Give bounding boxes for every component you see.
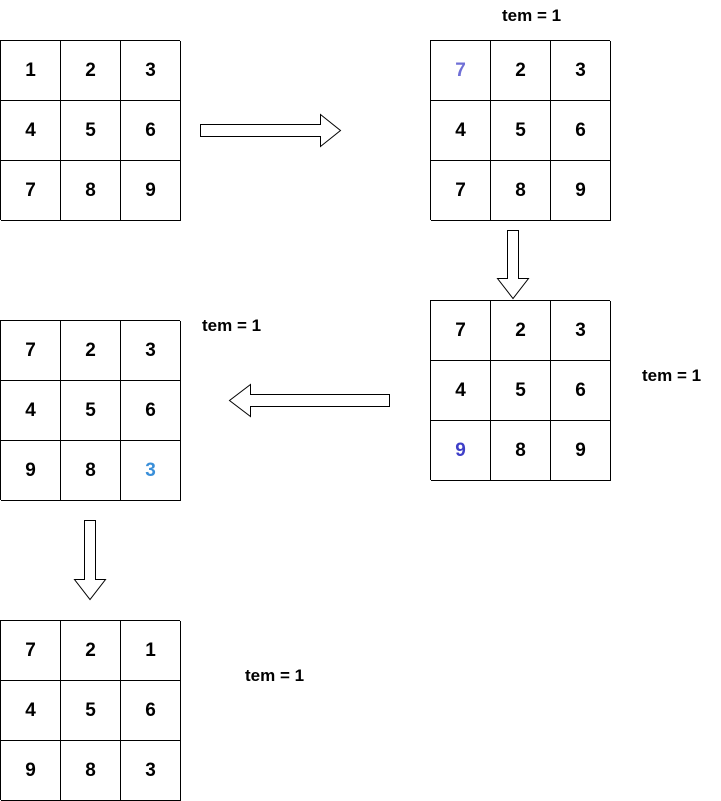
matrix-cell: 6 — [121, 381, 181, 441]
matrix-cell: 7 — [1, 161, 61, 221]
matrix-cell: 3 — [121, 321, 181, 381]
matrix-cell: 7 — [1, 621, 61, 681]
matrix-cell: 7 — [431, 161, 491, 221]
arrow-down-icon — [73, 520, 107, 601]
arrow-down-icon — [496, 230, 530, 300]
matrix-cell: 5 — [61, 101, 121, 161]
matrix-cell: 5 — [491, 101, 551, 161]
matrix-cell: 1 — [121, 621, 181, 681]
tem-label: tem = 1 — [502, 6, 562, 25]
matrix-cell: 8 — [61, 161, 121, 221]
matrix-step-1: 1 2 3 4 5 6 7 8 9 — [0, 40, 181, 221]
matrix-cell: 2 — [491, 301, 551, 361]
tem-label: tem = 1 — [202, 316, 262, 335]
matrix-cell: 8 — [491, 421, 551, 481]
tem-label: tem = 1 — [642, 366, 702, 385]
matrix-cell: 9 — [1, 441, 61, 501]
matrix-cell: 3 — [551, 301, 611, 361]
matrix-step-4: 7 2 3 4 5 6 9 8 3 — [0, 320, 181, 501]
matrix-cell: 4 — [431, 361, 491, 421]
matrix-cell: 3 — [121, 41, 181, 101]
matrix-cell: 2 — [61, 621, 121, 681]
matrix-cell: 2 — [61, 321, 121, 381]
matrix-cell: 8 — [491, 161, 551, 221]
matrix-cell: 5 — [491, 361, 551, 421]
matrix-cell: 8 — [61, 441, 121, 501]
matrix-cell: 4 — [431, 101, 491, 161]
matrix-cell: 9 — [431, 421, 491, 481]
matrix-cell: 6 — [121, 101, 181, 161]
arrow-left-icon — [228, 383, 390, 418]
arrow-right-icon — [200, 113, 342, 148]
matrix-cell: 9 — [121, 161, 181, 221]
matrix-cell: 9 — [1, 741, 61, 801]
matrix-cell: 7 — [431, 41, 491, 101]
matrix-cell: 6 — [121, 681, 181, 741]
matrix-cell: 5 — [61, 681, 121, 741]
matrix-cell: 7 — [431, 301, 491, 361]
matrix-cell: 9 — [551, 161, 611, 221]
matrix-cell: 6 — [551, 101, 611, 161]
matrix-cell: 8 — [61, 741, 121, 801]
matrix-cell: 4 — [1, 101, 61, 161]
matrix-cell: 1 — [1, 41, 61, 101]
matrix-step-5: 7 2 1 4 5 6 9 8 3 — [0, 620, 181, 801]
matrix-cell: 4 — [1, 381, 61, 441]
matrix-cell: 3 — [121, 441, 181, 501]
matrix-cell: 3 — [121, 741, 181, 801]
tem-label: tem = 1 — [245, 666, 305, 685]
matrix-cell: 7 — [1, 321, 61, 381]
matrix-cell: 9 — [551, 421, 611, 481]
matrix-step-3: 7 2 3 4 5 6 9 8 9 — [430, 300, 611, 481]
matrix-cell: 2 — [61, 41, 121, 101]
matrix-step-2: 7 2 3 4 5 6 7 8 9 — [430, 40, 611, 221]
matrix-cell: 2 — [491, 41, 551, 101]
matrix-cell: 3 — [551, 41, 611, 101]
matrix-cell: 4 — [1, 681, 61, 741]
matrix-cell: 5 — [61, 381, 121, 441]
matrix-cell: 6 — [551, 361, 611, 421]
